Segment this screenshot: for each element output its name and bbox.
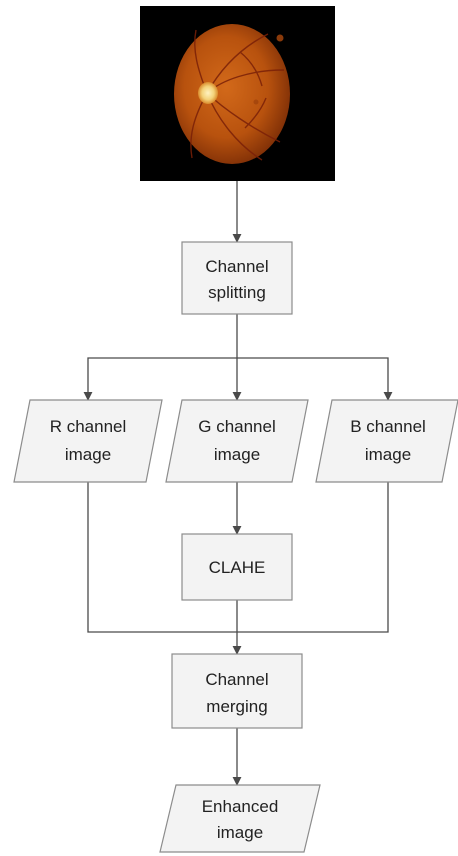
channel-merging-node: Channel merging	[171, 653, 303, 729]
clahe-node: CLAHE	[181, 533, 293, 601]
enhanced-image-parallelogram	[159, 784, 321, 853]
macula	[253, 99, 259, 105]
channel-merging-box	[171, 653, 303, 729]
b-channel-label-line2: image	[365, 445, 411, 464]
fundus-image	[140, 6, 335, 181]
retina-edge-notch	[276, 34, 284, 42]
channel-merging-label-line1: Channel	[205, 670, 268, 689]
enhanced-image-label-line2: image	[217, 823, 263, 842]
channel-splitting-label-line1: Channel	[205, 257, 268, 276]
retina	[174, 24, 290, 164]
channel-splitting-label-line2: splitting	[208, 283, 266, 302]
enhanced-image-label-line1: Enhanced	[202, 797, 279, 816]
channel-splitting-box	[181, 241, 293, 315]
enhanced-image-node: Enhanced image	[159, 784, 321, 853]
channel-splitting-node: Channel splitting	[181, 241, 293, 315]
r-channel-node: R channel image	[13, 399, 163, 483]
g-channel-parallelogram	[165, 399, 309, 483]
r-channel-parallelogram	[13, 399, 163, 483]
split-branch-line	[87, 357, 389, 400]
g-channel-label-line2: image	[214, 445, 260, 464]
merge-join-line	[87, 482, 389, 633]
r-channel-label-line1: R channel	[50, 417, 127, 436]
optic-disc	[198, 82, 218, 104]
b-channel-node: B channel image	[315, 399, 458, 483]
g-channel-node: G channel image	[165, 399, 309, 483]
b-channel-label-line1: B channel	[350, 417, 426, 436]
r-channel-label-line2: image	[65, 445, 111, 464]
clahe-label: CLAHE	[209, 558, 266, 577]
channel-merging-label-line2: merging	[206, 697, 267, 716]
b-channel-parallelogram	[315, 399, 458, 483]
clahe-box	[181, 533, 293, 601]
g-channel-label-line1: G channel	[198, 417, 276, 436]
